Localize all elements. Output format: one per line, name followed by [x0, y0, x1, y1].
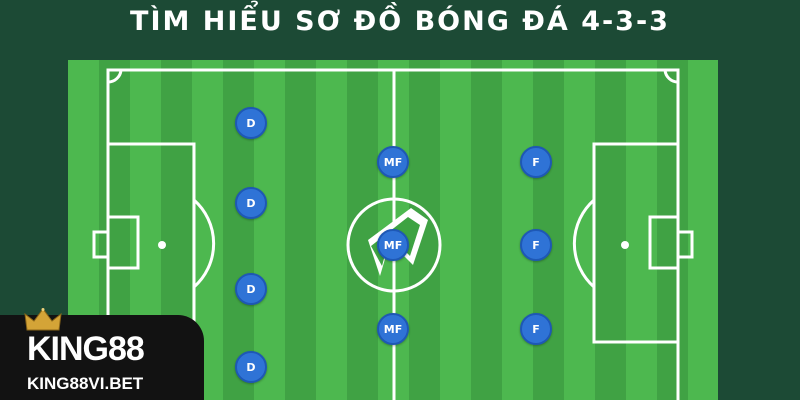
crown-icon: [24, 308, 62, 331]
goal-right: [676, 230, 694, 259]
center-circle: [346, 197, 442, 293]
player-midfielder: MF: [377, 146, 409, 178]
player-defender: D: [235, 187, 267, 219]
player-forward: F: [520, 229, 552, 261]
penalty-spot-right: [621, 241, 629, 249]
player-defender: D: [235, 273, 267, 305]
player-midfielder: MF: [377, 229, 409, 261]
penalty-arc-left: [193, 198, 216, 289]
penalty-box-left: [106, 142, 196, 344]
goal-box-left: [106, 215, 140, 270]
player-defender: D: [235, 107, 267, 139]
penalty-box-right: [592, 142, 680, 344]
player-defender: D: [235, 351, 267, 383]
corner-arc-top-left: [107, 69, 123, 84]
brand-site: KING88VI.BET: [27, 374, 144, 393]
player-midfielder: MF: [377, 313, 409, 345]
page-title: TÌM HIỂU SƠ ĐỒ BÓNG ĐÁ 4-3-3: [130, 6, 670, 37]
player-forward: F: [520, 313, 552, 345]
goal-left: [92, 230, 110, 259]
penalty-spot-left: [158, 241, 166, 249]
brand-name: KING88: [27, 330, 145, 368]
goal-box-right: [648, 215, 680, 270]
corner-arc-top-right: [663, 69, 679, 84]
player-forward: F: [520, 146, 552, 178]
penalty-arc-right: [572, 198, 595, 289]
